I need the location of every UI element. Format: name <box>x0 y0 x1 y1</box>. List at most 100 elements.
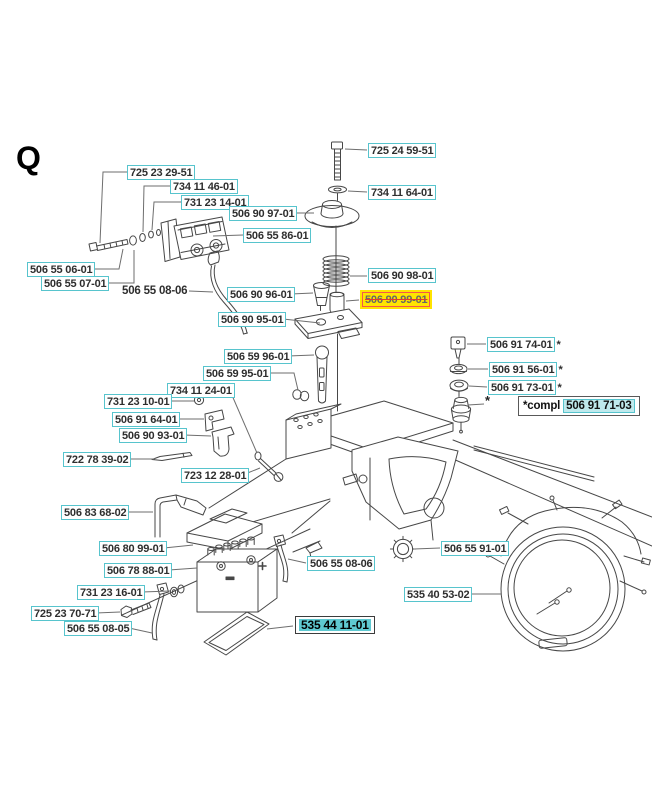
leader-lines <box>91 148 501 634</box>
part-number-link[interactable]: 506 91 56-01* <box>489 362 563 377</box>
leader-line <box>151 201 181 231</box>
part-number[interactable]: 725 24 59-51 <box>368 143 437 158</box>
part-number-link[interactable]: 506 90 96-01 <box>227 287 296 302</box>
part-number[interactable]: 506 55 08-05 <box>64 621 133 636</box>
part-number-link[interactable]: 506 91 73-01* <box>488 380 562 395</box>
part-number[interactable]: 506 90 95-01 <box>218 312 287 327</box>
part-number[interactable]: 506 83 68-02 <box>61 505 130 520</box>
adjuster-screw <box>254 451 284 482</box>
part-number-link[interactable]: 506 55 08-06 <box>307 556 376 571</box>
part-number[interactable]: 725 23 29-51 <box>127 165 196 180</box>
part-number[interactable]: 506 90 93-01 <box>119 428 188 443</box>
part-number-link[interactable]: 535 44 11-01 <box>295 616 375 634</box>
leader-line <box>105 250 135 284</box>
part-number[interactable]: 506 55 07-01 <box>41 276 110 291</box>
part-number[interactable]: 506 55 91-01 <box>441 541 510 556</box>
footnote-asterisk: * <box>556 338 561 351</box>
leader-line <box>188 290 214 293</box>
part-number-link[interactable]: 535 40 53-02 <box>404 587 473 602</box>
part-number-link[interactable]: 506 83 68-02 <box>61 505 130 520</box>
part-number-link[interactable]: 734 11 24-01 <box>167 383 235 398</box>
part-number[interactable]: 535 44 11-01 <box>299 618 371 632</box>
part-number-link[interactable]: 506 59 95-01 <box>203 366 272 381</box>
choke-lever <box>315 345 329 404</box>
part-number[interactable]: 723 12 28-01 <box>181 468 250 483</box>
part-number-link[interactable]: 725 23 70-71 <box>31 606 100 621</box>
part-number-link[interactable]: 725 24 59-51 <box>368 143 437 158</box>
part-number[interactable]: 535 40 53-02 <box>404 587 473 602</box>
hook-bracket <box>211 426 235 457</box>
part-number[interactable]: 722 78 39-02 <box>63 452 132 467</box>
part-number[interactable]: 506 91 71-03 <box>563 399 635 413</box>
leader-line <box>128 627 153 634</box>
leader-line <box>99 171 127 244</box>
part-number-link[interactable]: 506 55 07-01 <box>41 276 110 291</box>
part-number-link[interactable]: 506 59 96-01 <box>224 349 293 364</box>
part-number[interactable]: 725 23 70-71 <box>31 606 100 621</box>
part-number[interactable]: 506 55 08-06 <box>307 556 376 571</box>
part-number-link[interactable]: 731 23 10-01 <box>104 394 173 409</box>
part-number-link[interactable]: 731 23 16-01 <box>77 585 146 600</box>
leader-line <box>468 385 488 388</box>
grommet-small <box>449 379 469 392</box>
part-number[interactable]: 506 55 86-01 <box>243 228 312 243</box>
part-number-link[interactable]: 506 55 08-05 <box>64 621 133 636</box>
part-number[interactable]: 506 91 64-01 <box>112 412 181 427</box>
part-number-link[interactable]: 506 91 64-01 <box>112 412 181 427</box>
cap-piece <box>313 282 330 311</box>
part-number[interactable]: 734 11 24-01 <box>167 383 235 398</box>
part-number[interactable]: 506 90 98-01 <box>368 268 437 283</box>
leader-line <box>287 558 307 564</box>
leader-line <box>347 190 368 193</box>
battery-mat <box>203 611 270 656</box>
l-bracket <box>204 409 225 432</box>
part-number[interactable]: 506 91 56-01 <box>489 362 558 377</box>
part-number-link-highlighted[interactable]: 506 90 99-01 <box>360 290 433 309</box>
battery-cable-right <box>273 534 289 583</box>
roller-pin <box>292 389 310 402</box>
leader-line <box>230 392 258 454</box>
leader-line <box>91 248 124 270</box>
rubber-mount <box>450 396 472 434</box>
footnote-asterisk: * <box>485 394 490 407</box>
part-number-link[interactable]: 506 80 99-01 <box>99 541 168 556</box>
part-number[interactable]: 506 59 96-01 <box>224 349 293 364</box>
part-number[interactable]: 734 11 64-01 <box>368 185 436 200</box>
part-number-link[interactable]: 506 55 91-01 <box>441 541 510 556</box>
part-number[interactable]: 506 80 99-01 <box>99 541 168 556</box>
part-number-link[interactable]: 506 78 88-01 <box>104 563 173 578</box>
part-number[interactable]: 506 78 88-01 <box>104 563 173 578</box>
part-number[interactable]: 506 90 99-01 <box>362 292 431 307</box>
terminal-key <box>450 336 466 359</box>
part-number-link[interactable]: 734 11 64-01 <box>368 185 436 200</box>
leader-line <box>345 299 360 302</box>
part-number-link[interactable]: 722 78 39-02 <box>63 452 132 467</box>
part-number[interactable]: 506 90 97-01 <box>229 206 298 221</box>
part-number-link[interactable]: 506 55 06-01 <box>27 262 96 277</box>
part-number[interactable]: 506 55 06-01 <box>27 262 96 277</box>
part-number[interactable]: 506 59 95-01 <box>203 366 272 381</box>
part-number-link[interactable]: 506 90 98-01 <box>368 268 437 283</box>
part-number-link[interactable]: 725 23 29-51 <box>127 165 196 180</box>
part-number[interactable]: 506 91 74-01 <box>487 337 556 352</box>
part-number[interactable]: 731 23 16-01 <box>77 585 146 600</box>
leader-line <box>467 403 485 406</box>
part-number-link[interactable]: 723 12 28-01 <box>181 468 250 483</box>
leader-line <box>168 567 198 571</box>
part-number[interactable]: 506 91 73-01 <box>488 380 557 395</box>
part-number-link[interactable]: 506 90 97-01 <box>229 206 298 221</box>
part-number-link[interactable]: 734 11 46-01 <box>170 179 238 194</box>
part-number[interactable]: 734 11 46-01 <box>170 179 238 194</box>
part-number[interactable]: 731 23 10-01 <box>104 394 173 409</box>
battery-cable-left <box>151 582 169 641</box>
part-number-link[interactable]: 506 91 74-01* <box>487 337 561 352</box>
part-number[interactable]: 506 90 96-01 <box>227 287 296 302</box>
part-number-link[interactable]: 506 55 86-01 <box>243 228 312 243</box>
battery-bolt <box>120 602 152 618</box>
part-number-link[interactable]: 506 90 93-01 <box>119 428 188 443</box>
part-number-link[interactable]: 506 90 95-01 <box>218 312 287 327</box>
